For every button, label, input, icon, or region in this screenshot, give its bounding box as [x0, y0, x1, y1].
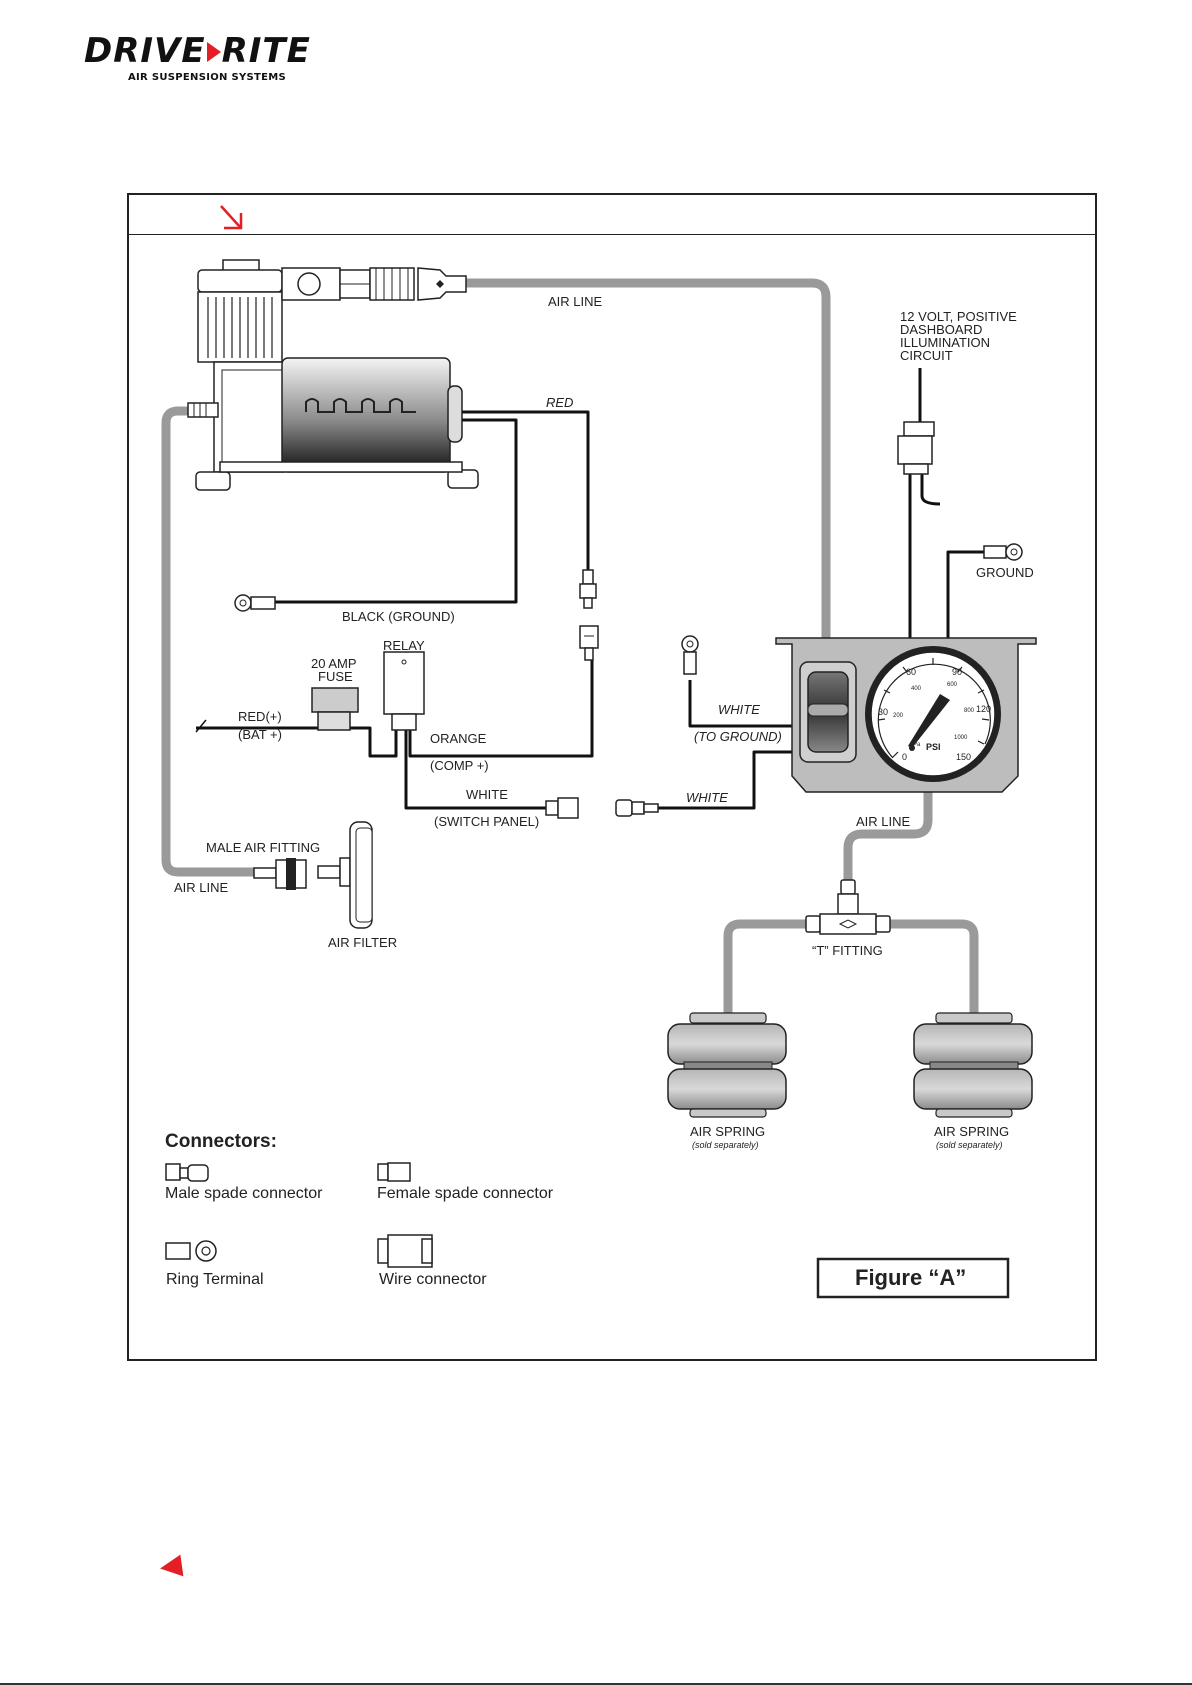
label-air-spring-left: AIR SPRING — [690, 1124, 765, 1139]
wire-connector-12v — [897, 421, 935, 475]
label-comp-plus: (COMP +) — [430, 758, 489, 773]
drive-rite-logo: DRIVE RITE AIR SUSPENSION SYSTEMS — [84, 34, 311, 83]
compressor — [187, 259, 479, 491]
label-male-air-fitting: MALE AIR FITTING — [206, 840, 320, 855]
figure-label: Figure “A” — [855, 1265, 966, 1290]
male-spade-red-wire — [579, 569, 597, 609]
label-ground: GROUND — [976, 565, 1034, 580]
legend-female-spade-label: Female spade connector — [377, 1185, 554, 1202]
gauge-inner-800: 800 — [964, 708, 975, 714]
air-line-tee-to-right-spring — [883, 919, 979, 1018]
page-bottom-rule — [0, 1683, 1192, 1685]
legend-female-spade-icon — [377, 1162, 411, 1182]
logo-brand-right: RITE — [221, 31, 311, 71]
gauge-inner-400: 400 — [911, 686, 922, 692]
battery-wire-end — [195, 719, 207, 733]
air-line-compressor-to-panel — [460, 278, 831, 648]
gauge-inner-1000: 1000 — [954, 735, 968, 741]
label-12v-line2: DASHBOARD — [900, 322, 982, 337]
wire-red-battery — [196, 726, 398, 758]
fuse-20-amp — [311, 687, 359, 731]
page-arrow-icon — [158, 1554, 184, 1580]
label-air-filter: AIR FILTER — [328, 935, 397, 950]
ring-terminal-white-ground — [681, 635, 699, 675]
legend-male-spade-icon — [165, 1163, 209, 1182]
gauge-unit: PSI — [926, 742, 941, 752]
relay — [383, 651, 425, 731]
label-sold-sep-left: (sold separately) — [692, 1140, 759, 1150]
label-white-right: WHITE — [686, 790, 728, 805]
wire-white-to-ground — [688, 680, 792, 728]
legend-title: Connectors: — [165, 1131, 277, 1152]
ring-terminal-black-ground — [234, 594, 276, 612]
air-spring-right — [913, 1012, 1033, 1118]
gauge-tick-90: 90 — [952, 667, 962, 677]
ring-terminal-ground — [983, 543, 1023, 561]
gauge-tick-30: 30 — [878, 707, 888, 717]
label-12v-line3: ILLUMINATION — [900, 335, 990, 350]
air-line-panel-to-tee — [843, 785, 933, 893]
legend-male-spade-label: Male spade connector — [165, 1185, 323, 1202]
gauge-tick-150: 150 — [956, 752, 971, 762]
label-black-ground: BLACK (GROUND) — [342, 609, 455, 624]
legend-ring-terminal-icon — [165, 1240, 217, 1262]
legend-wire-connector-icon — [377, 1234, 433, 1268]
gauge-tick-0: 0 — [902, 752, 907, 762]
header-arrow-icon — [220, 205, 243, 230]
label-12v-line1: 12 VOLT, POSITIVE — [900, 309, 1017, 324]
label-air-line-left: AIR LINE — [174, 880, 229, 895]
female-spade-switch-panel — [545, 797, 579, 819]
wire-white-switch-panel — [404, 728, 546, 810]
label-fuse-line2: FUSE — [318, 669, 353, 684]
label-air-line-top: AIR LINE — [548, 294, 603, 309]
logo-subtitle: AIR SUSPENSION SYSTEMS — [128, 72, 287, 83]
label-air-spring-right: AIR SPRING — [934, 1124, 1009, 1139]
legend-wire-connector-label: Wire connector — [379, 1271, 487, 1288]
wire-red-compressor — [462, 410, 590, 570]
label-sold-sep-right: (sold separately) — [936, 1140, 1003, 1150]
label-white-switch: WHITE — [466, 787, 508, 802]
air-line-tee-to-left-spring — [723, 919, 813, 1018]
male-air-fitting — [253, 858, 307, 890]
label-red-wire: RED — [546, 395, 573, 410]
label-t-fitting: “T” FITTING — [812, 943, 883, 958]
logo-arrow-mark — [206, 42, 221, 62]
gauge-inner-200: 200 — [893, 713, 904, 719]
air-spring-left — [667, 1012, 787, 1118]
wire-black-ground — [272, 418, 518, 604]
gauge-inner-600: 600 — [947, 682, 958, 688]
wire-orange-comp — [408, 660, 594, 758]
label-relay: RELAY — [383, 638, 425, 653]
gauge-tick-60: 60 — [906, 667, 916, 677]
psi-gauge: 60 90 30 120 0 150 200 400 600 800 1000 … — [865, 646, 1001, 782]
legend-ring-terminal-label: Ring Terminal — [166, 1271, 264, 1288]
wire-12v-pigtail — [920, 472, 941, 506]
wire-white-panel-right — [658, 750, 792, 810]
figure-frame — [127, 193, 1097, 1361]
logo-brand-left: DRIVE — [84, 31, 206, 71]
figure-label-box: Figure “A” — [816, 1257, 1010, 1299]
label-switch-panel: (SWITCH PANEL) — [434, 814, 539, 829]
label-red-plus: RED(+) — [238, 709, 282, 724]
t-fitting — [805, 879, 891, 935]
air-line-compressor-to-filter — [161, 406, 275, 877]
air-filter — [317, 821, 373, 929]
female-spade-orange-wire — [579, 625, 599, 661]
label-orange: ORANGE — [430, 731, 487, 746]
label-bat-plus: (BAT +) — [238, 727, 282, 742]
wire-ground-panel — [946, 550, 988, 638]
label-white-panel: WHITE — [718, 702, 760, 717]
label-to-ground: (TO GROUND) — [694, 729, 782, 744]
label-12v-line4: CIRCUIT — [900, 348, 953, 363]
frame-header-rule — [129, 234, 1095, 235]
male-spade-white-right — [615, 799, 659, 817]
label-fuse-line1: 20 AMP — [311, 656, 357, 671]
gauge-small-unit: kPa — [910, 742, 921, 748]
logo-wordmark: DRIVE RITE — [84, 34, 311, 68]
label-air-line-gauge: AIR LINE — [856, 814, 911, 829]
gauge-tick-120: 120 — [976, 704, 991, 714]
